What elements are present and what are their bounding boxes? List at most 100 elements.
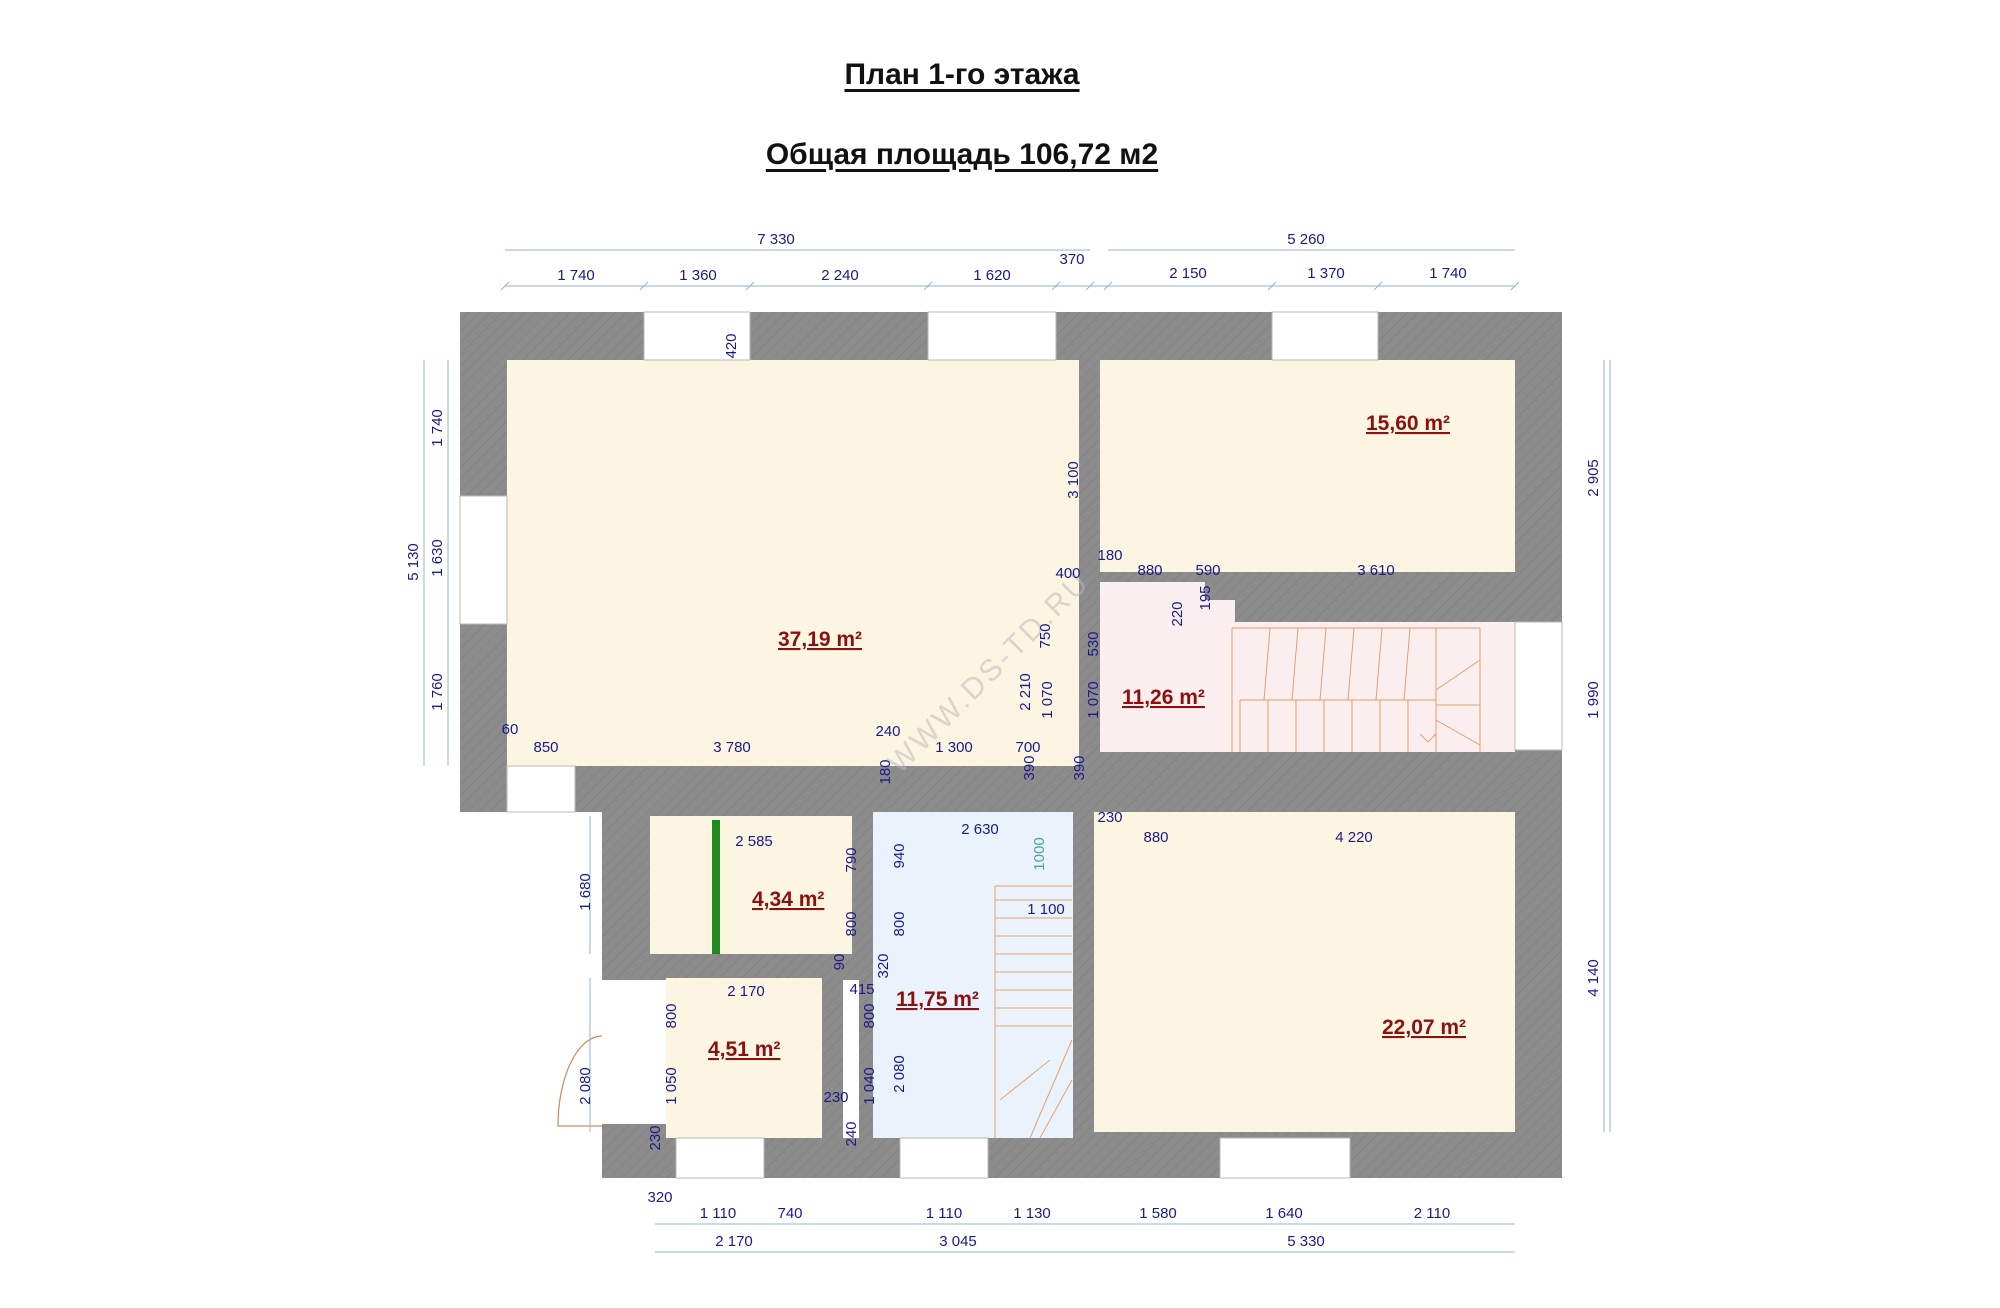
dim-2170: 2 170 [727,983,765,1000]
area-label-stair-hall: 11,26 m² [1122,686,1205,709]
dim-top-370: 370 [1059,251,1084,268]
dim-top-seg-3: 2 240 [821,267,859,284]
room-living [507,360,1079,766]
dim-800d: 800 [861,1003,878,1028]
dim-750: 750 [1037,623,1054,648]
dim-230c: 230 [647,1125,664,1150]
dim-940: 940 [891,843,908,868]
dim-2080a: 2 080 [577,1067,594,1105]
stair-arrow [1419,733,1437,743]
room-corridor [873,812,1073,1138]
dim-2630: 2 630 [961,821,999,838]
dimensions-top: 7 330 5 260 370 1 740 1 360 2 240 1 620 … [557,231,1467,284]
dim-415: 415 [849,981,874,998]
dim-left-total: 5 130 [405,543,422,581]
dim-4220: 4 220 [1335,829,1373,846]
dim-590: 590 [1195,562,1220,579]
stair-steps-upper [1239,627,1481,752]
room-bath [666,978,822,1138]
dim-390b: 390 [1071,755,1088,780]
dim-180b: 180 [877,759,894,784]
dim-bottom-1580: 1 580 [1139,1205,1177,1222]
dim-180a: 180 [1097,547,1122,564]
dimension-lines [423,249,1611,1253]
dim-top-seg-5: 2 150 [1169,265,1207,282]
total-area-title: Общая площадь 106,72 м2 [765,138,1159,171]
dim-top-seg-7: 1 740 [1429,265,1467,282]
stair-steps-lower [995,899,1073,1139]
plan-title: План 1-го этажа [844,58,1080,91]
window-bottom-2 [899,1137,989,1179]
corridor-opening [843,980,859,1138]
dimension-tick [1085,281,1095,291]
door-swing [557,1035,603,1127]
dim-bottom-320: 320 [647,1189,672,1206]
dim-bottom-1110b: 1 110 [926,1205,962,1222]
room-closet [650,816,852,954]
dim-top-seg-1: 1 740 [557,267,595,284]
dim-60: 60 [502,721,519,738]
dim-240b: 240 [843,1121,860,1146]
dim-800a: 800 [843,911,860,936]
area-label-room-ne: 15,60 m² [1366,412,1450,435]
dim-3100: 3 100 [1065,461,1082,499]
dim-1050: 1 050 [663,1067,680,1105]
dim-1070b: 1 070 [1085,681,1102,719]
dim-bottom-5330: 5 330 [1287,1233,1325,1250]
dimensions-bottom: 320 1 110 740 1 110 1 130 1 580 1 640 2 … [647,1189,1450,1250]
dim-420: 420 [723,333,740,358]
dim-800c: 800 [663,1003,680,1028]
dim-800b: 800 [891,911,908,936]
dim-bottom-1110a: 1 110 [700,1205,736,1222]
dimension-tick [923,281,933,291]
dim-220: 220 [1169,601,1186,626]
dim-2585: 2 585 [735,833,773,850]
stair-outline-upper [1231,627,1481,752]
area-label-room-se: 22,07 m² [1382,1016,1466,1039]
windows [459,311,1563,1179]
dim-3610: 3 610 [1357,562,1395,579]
area-label-closet: 4,34 m² [752,888,824,911]
dim-240a: 240 [875,723,900,740]
dim-2080b: 2 080 [891,1055,908,1093]
room-area-labels: 37,19 m² 15,60 m² 11,26 m² 22,07 m² 11,7… [708,412,1466,1061]
dim-left-seg-1: 1 740 [429,409,446,447]
dim-bottom-1130: 1 130 [1013,1205,1051,1222]
dim-230a: 230 [1097,809,1122,826]
window-left [459,495,508,625]
room-se [1094,812,1515,1132]
dim-2210: 2 210 [1017,673,1034,711]
dim-bottom-3045: 3 045 [939,1233,977,1250]
dim-top-total-left: 7 330 [757,231,795,248]
dim-right-seg-3: 4 140 [1585,959,1602,997]
dim-top-seg-2: 1 360 [679,267,717,284]
dim-3780: 3 780 [713,739,751,756]
stair-outline-lower [994,885,1072,1138]
dimension-tick [1103,281,1113,291]
dim-left-seg-2: 1 630 [429,539,446,577]
dim-right-seg-1: 2 905 [1585,459,1602,497]
dim-1000: 1000 [1031,837,1048,870]
window-bottom-3 [1219,1137,1351,1179]
dim-320: 320 [875,953,892,978]
dim-top-seg-6: 1 370 [1307,265,1345,282]
room-stair-hall [1100,582,1515,752]
dimensions-interior: 420 3 100 400 180 880 590 3 610 220 195 … [502,333,1395,1150]
window-right [1514,621,1563,751]
dim-850: 850 [533,739,558,756]
window-left-bottom [506,765,576,813]
window-top-1 [643,311,751,361]
dim-195: 195 [1197,585,1214,610]
room-ne [1100,360,1515,572]
dimensions-left: 5 130 1 740 1 630 1 760 [405,409,446,711]
area-label-bath: 4,51 m² [708,1038,780,1061]
dimensions-right: 2 905 1 990 4 140 [1585,459,1602,997]
dimension-tick [1051,281,1061,291]
dim-390a: 390 [1021,755,1038,780]
dim-bottom-2110: 2 110 [1414,1205,1450,1222]
dim-90: 90 [831,954,848,971]
dim-top-seg-4: 1 620 [973,267,1011,284]
stairs [994,627,1481,1139]
area-label-living: 37,19 m² [778,628,862,651]
